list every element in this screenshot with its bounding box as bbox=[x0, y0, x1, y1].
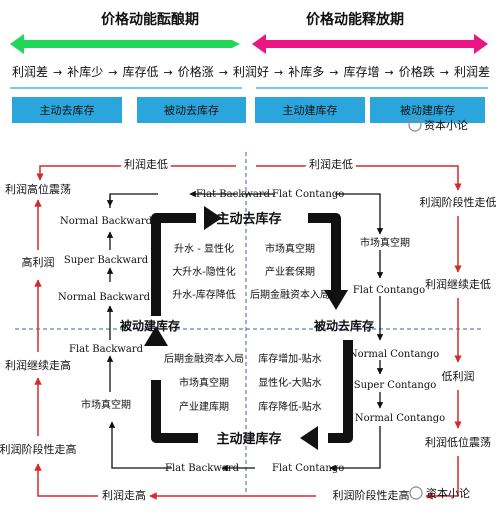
left-chain-4: Flat Backward bbox=[69, 344, 144, 355]
quad-br-1: 库存增加-贴水 bbox=[258, 352, 322, 365]
phase-box-passive-destock: 被动去库存 bbox=[137, 97, 246, 123]
right-chain-4: Super Contango bbox=[354, 380, 437, 391]
phase-box-active-restock: 主动建库存 bbox=[255, 97, 365, 123]
thick-bottom-left bbox=[151, 380, 198, 443]
left-outer-label-4: 利润阶段性走高 bbox=[0, 442, 77, 456]
arrowhead-top bbox=[204, 206, 222, 230]
arrow-bottom-left-chain bbox=[108, 421, 172, 469]
sequence-arrow-icon: → bbox=[329, 66, 338, 79]
right-chain-1: 市场真空期 bbox=[360, 236, 410, 249]
quad-br-2: 显性化-大贴水 bbox=[258, 376, 322, 389]
right-chain-2: Flat Contango bbox=[353, 285, 425, 296]
sequence-item: 补库多 bbox=[288, 64, 324, 79]
red-arrow-bottom-left bbox=[34, 463, 98, 497]
quad-tr-3: 后期金融资本入局 bbox=[250, 288, 330, 301]
left-banner-title: 价格动能酝酿期 bbox=[101, 11, 199, 28]
sequence-item: 利润差 bbox=[454, 65, 490, 79]
quad-tl-1: 升水 - 显性化 bbox=[174, 242, 234, 255]
phase-bottom: 主动建库存 bbox=[216, 431, 281, 447]
left-chain-1: Normal Backward bbox=[60, 216, 153, 227]
sequence-arrow-icon: → bbox=[384, 66, 393, 79]
right-chain-5: Normal Contango bbox=[355, 413, 445, 424]
quad-bl-1: 后期金融资本入局 bbox=[164, 352, 244, 365]
sequence-arrow-icon: → bbox=[274, 66, 283, 79]
left-banner-arrow bbox=[10, 34, 240, 54]
sequence-arrow-icon: → bbox=[440, 66, 449, 79]
watermark-top: 资本小论 bbox=[408, 118, 468, 132]
watermark-bottom: 资本小论 bbox=[409, 486, 470, 500]
inner-chain-arrows bbox=[106, 190, 384, 472]
phase-box-active-destock: 主动去库存 bbox=[12, 97, 122, 123]
sequence-item: 价格跌 bbox=[399, 64, 435, 79]
thick-left-up bbox=[151, 213, 196, 316]
red-arrow-bottom-right bbox=[425, 456, 459, 500]
red-arrow-top-left bbox=[36, 165, 236, 181]
left-outer-label-3: 利润继续走高 bbox=[5, 358, 71, 372]
quad-tl-3: 升水-库存降低 bbox=[172, 288, 236, 301]
right-banner-title: 价格动能释放期 bbox=[306, 11, 404, 28]
arrow-to-normal-backward bbox=[106, 193, 158, 207]
sequence-item: 库存增 bbox=[343, 64, 379, 79]
right-outer-label-2: 利润继续走低 bbox=[425, 277, 491, 291]
chain-top-right: Flat Contango bbox=[272, 189, 344, 200]
sequence-item: 补库少 bbox=[67, 64, 103, 79]
quad-tr-1: 市场真空期 bbox=[265, 242, 315, 255]
thick-top-right bbox=[308, 213, 341, 290]
label-profit-stage-up-bottom: 利润阶段性走高 bbox=[333, 488, 410, 502]
sequence-item: 利润好 bbox=[233, 65, 269, 79]
phase-left: 被动建库存 bbox=[120, 318, 180, 333]
wechat-icon bbox=[409, 486, 423, 500]
sequence-row: 利润差 → 补库少 → 库存低 → 价格涨 → 利润好 → 补库多 → 库存增 → 价格跌 → 利润差 bbox=[12, 64, 490, 79]
arrowhead-left bbox=[144, 326, 168, 346]
thick-right-down bbox=[328, 340, 353, 443]
right-banner-arrow bbox=[252, 34, 488, 54]
quad-bl-2: 市场真空期 bbox=[179, 376, 229, 389]
phase-box-passive-restock: 被动建库存 bbox=[370, 97, 485, 123]
chain-top-left: Flat Backward bbox=[196, 189, 271, 200]
label-profit-down-top-right: 利润走低 bbox=[309, 157, 353, 171]
sequence-item: 库存低 bbox=[122, 64, 158, 79]
sequence-item: 价格涨 bbox=[178, 64, 214, 79]
left-chain-3: Normal Backward bbox=[58, 292, 151, 303]
phase-top: 主动去库存 bbox=[216, 211, 281, 227]
right-outer-label-1: 利润阶段性走低 bbox=[420, 195, 497, 209]
wechat-icon bbox=[408, 118, 422, 132]
chain-bottom-right: Flat Contango bbox=[272, 463, 344, 474]
outer-profit-loop bbox=[34, 165, 462, 500]
arrowhead-bottom bbox=[300, 426, 318, 450]
inner-loop-arrowheads bbox=[144, 206, 348, 450]
quad-tr-2: 产业套保期 bbox=[265, 265, 315, 278]
sequence-arrow-icon: → bbox=[53, 66, 62, 79]
quad-br-3: 库存降低-贴水 bbox=[258, 400, 322, 413]
left-outer-label-2: 高利润 bbox=[22, 255, 55, 269]
chain-bottom-left: Flat Backward bbox=[165, 463, 240, 474]
quad-bl-3: 产业建库期 bbox=[179, 400, 229, 413]
phase-right: 被动去库存 bbox=[314, 318, 374, 333]
watermark-text: 资本小论 bbox=[424, 118, 468, 132]
arrow-to-flat-contango-bottom bbox=[329, 426, 381, 472]
arrow-to-vacuum-right bbox=[335, 193, 384, 235]
quad-tl-2: 大升水-隐性化 bbox=[172, 265, 236, 278]
label-profit-down-top-left: 利润走低 bbox=[124, 157, 168, 171]
red-arrow-top-right bbox=[256, 165, 462, 191]
right-chain-3: Normal Contango bbox=[349, 349, 439, 360]
left-chain-2: Super Backward bbox=[64, 255, 149, 266]
sequence-item: 利润差 bbox=[12, 65, 48, 79]
sequence-arrow-icon: → bbox=[108, 66, 117, 79]
label-profit-up-bottom-left: 利润走高 bbox=[102, 488, 146, 502]
left-outer-label-1: 利润高位震荡 bbox=[5, 182, 71, 196]
watermark-text-bottom: 资本小论 bbox=[426, 486, 470, 500]
right-outer-label-3: 低利润 bbox=[442, 369, 475, 383]
sequence-arrow-icon: → bbox=[163, 66, 172, 79]
right-outer-label-4: 利润低位震荡 bbox=[425, 435, 491, 449]
arrowhead-right bbox=[324, 290, 348, 310]
left-chain-5: 市场真空期 bbox=[81, 398, 131, 411]
inner-inventory-loop bbox=[151, 213, 353, 443]
sequence-arrow-icon: → bbox=[219, 66, 228, 79]
